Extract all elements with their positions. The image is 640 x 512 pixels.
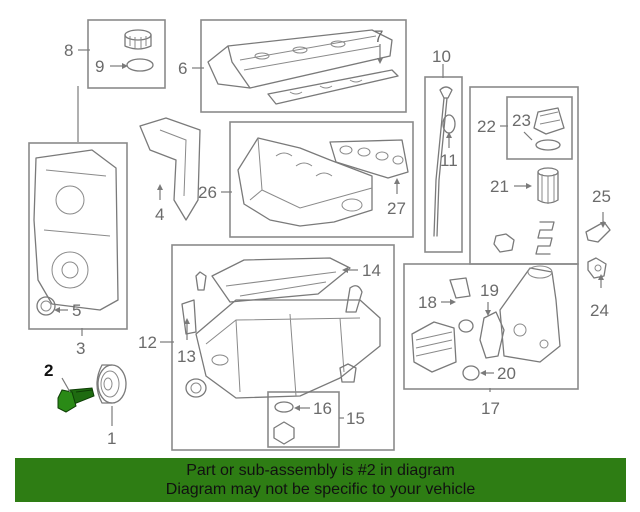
bracket [585, 221, 611, 243]
housing-o-ring [462, 365, 480, 381]
callout-17: 17 [481, 399, 500, 418]
callout-19: 19 [480, 281, 499, 300]
timing-chain-guide [139, 117, 201, 221]
callout-16: 16 [313, 399, 332, 418]
front-crank-seal [36, 296, 56, 316]
box-drain-plug [267, 391, 340, 448]
box-oil-filter [469, 86, 579, 265]
callout-15: 15 [346, 409, 365, 428]
callout-2: 2 [44, 361, 53, 380]
callout-22: 22 [477, 117, 496, 136]
rear-main-seal [185, 378, 207, 398]
callout-7: 7 [374, 27, 383, 46]
oil-filter-element [537, 167, 559, 204]
callout-20: 20 [497, 364, 516, 383]
oil-cooler [411, 321, 457, 373]
banner-line-1: Part or sub-assembly is #2 in diagram [186, 462, 455, 479]
box-timing-cover [28, 142, 128, 330]
callout-21: 21 [490, 177, 509, 196]
oil-level-sensor [339, 363, 357, 383]
callout-10: 10 [432, 47, 451, 66]
callout-23: 23 [512, 111, 531, 130]
dipstick [433, 86, 453, 237]
callout-12: 12 [138, 333, 157, 352]
box-valve-cover [200, 19, 407, 113]
callout-6: 6 [178, 59, 187, 78]
timing-cover [33, 149, 119, 311]
callout-26: 26 [198, 183, 217, 202]
callout-8: 8 [64, 41, 73, 60]
callout-25: 25 [592, 187, 611, 206]
drain-plug [273, 421, 295, 445]
oil-cap-seal [126, 58, 154, 72]
filter-spring [535, 221, 555, 255]
callout-18: 18 [418, 293, 437, 312]
valve-cover [207, 29, 393, 89]
valve-cover-gasket [267, 69, 399, 105]
oil-pan-bolt [195, 271, 207, 291]
leader-lines [54, 44, 606, 426]
banner-line-2: Diagram may not be specific to your vehi… [165, 481, 476, 498]
callout-3: 3 [76, 339, 85, 358]
box-filter-cap [506, 96, 573, 160]
crankshaft-pulley [96, 364, 127, 404]
callout-5: 5 [72, 301, 81, 320]
callout-1: 1 [107, 429, 116, 448]
callout-27: 27 [387, 199, 406, 218]
oil-pan-baffle [211, 257, 351, 303]
callout-labels: 8 9 6 7 10 11 22 23 21 25 24 4 26 27 5 3… [44, 27, 611, 448]
crankshaft-bolt [57, 387, 95, 413]
callout-14: 14 [362, 261, 381, 280]
callout-13: 13 [177, 347, 196, 366]
filter-cap [533, 107, 565, 135]
adapter-fitting [458, 319, 474, 333]
filter-cap-o-ring [535, 139, 561, 151]
intake-gasket [329, 139, 409, 179]
callout-9: 9 [95, 57, 104, 76]
oil-pickup-tube [181, 285, 363, 335]
info-banner: Part or sub-assembly is #2 in diagram Di… [15, 458, 626, 502]
oil-filler-cap [124, 29, 152, 50]
intake-manifold [237, 137, 373, 227]
oil-filter-housing [499, 265, 561, 363]
oil-pan [195, 299, 381, 399]
box-oil-cap [87, 19, 166, 89]
box-oil-pan [171, 244, 395, 451]
box-intake-manifold [229, 121, 414, 238]
pressure-switch [587, 257, 607, 279]
callout-11: 11 [440, 151, 458, 170]
filter-drain-valve [493, 233, 515, 253]
callout-4: 4 [155, 205, 164, 224]
housing-gasket [449, 277, 505, 359]
callout-24: 24 [590, 301, 609, 320]
drain-plug-washer [274, 401, 294, 413]
